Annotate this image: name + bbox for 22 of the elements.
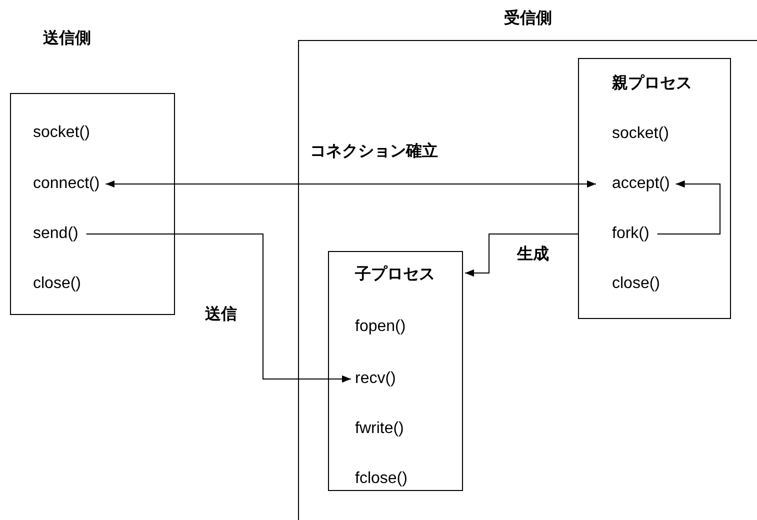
arrow <box>464 234 578 277</box>
function-label: fopen() <box>355 317 406 337</box>
function-label: socket() <box>612 124 669 144</box>
function-label: fork() <box>612 224 650 244</box>
process-box <box>328 251 463 491</box>
function-label: socket() <box>33 123 90 143</box>
box-heading: 子プロセス <box>355 265 435 285</box>
arrow <box>656 180 720 234</box>
arrow <box>86 234 352 383</box>
process-box <box>578 58 731 319</box>
function-label: send() <box>33 224 78 244</box>
function-label: recv() <box>355 369 396 389</box>
function-label: close() <box>612 274 660 294</box>
box-heading: 親プロセス <box>612 74 692 94</box>
function-label: fclose() <box>355 469 408 489</box>
arrow <box>105 180 596 188</box>
function-label: close() <box>33 274 82 294</box>
box-heading: 受信側 <box>504 9 552 29</box>
function-label: accept() <box>612 174 670 194</box>
box-heading: 送信側 <box>43 29 91 49</box>
function-label: fwrite() <box>355 419 404 439</box>
function-label: connect() <box>33 174 100 194</box>
